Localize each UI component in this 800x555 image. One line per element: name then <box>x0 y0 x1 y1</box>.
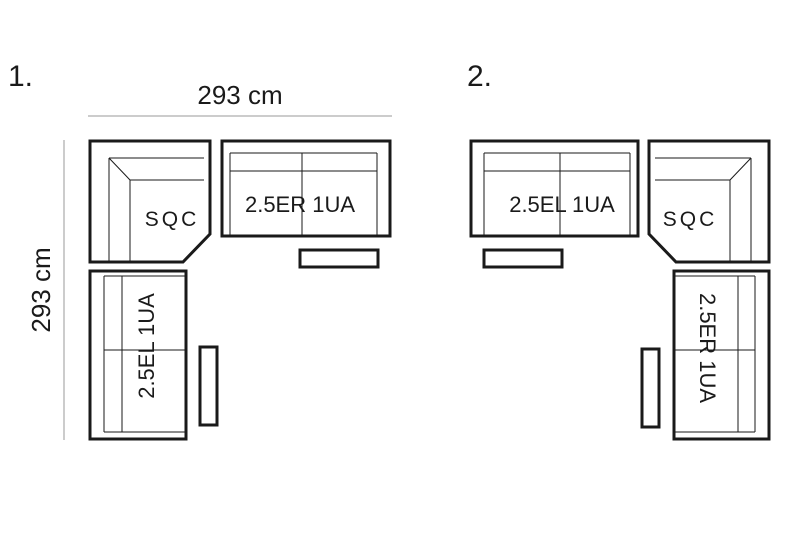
layout-1-width-label: 293 cm <box>197 80 282 110</box>
layout-1-right-side-table <box>298 248 380 269</box>
layout-1-number: 1. <box>8 60 33 93</box>
layout-2: 2. 2.5EL 1UA SQC <box>467 60 771 441</box>
layout-2-corner-module: SQC <box>647 139 771 264</box>
layout-2-corner-module-label: SQC <box>663 208 718 231</box>
layout-1-lower-module-label: 2.5EL 1UA <box>134 293 159 399</box>
layout-1-corner-module: SQC <box>88 139 212 264</box>
layout-2-left-module: 2.5EL 1UA <box>469 139 640 238</box>
layout-2-left-side-table <box>482 248 564 269</box>
layout-2-lower-module-label: 2.5ER 1UA <box>695 293 720 403</box>
layout-1-right-module-label: 2.5ER 1UA <box>245 192 355 217</box>
layout-2-lower-module: 2.5ER 1UA <box>672 269 771 441</box>
layout-2-lower-side-table <box>640 347 661 429</box>
layout-1-lower-side-table <box>198 345 219 427</box>
layout-1-corner-module-label: SQC <box>145 208 200 231</box>
layout-1-lower-module: 2.5EL 1UA <box>88 269 188 441</box>
layout-2-number: 2. <box>467 60 492 93</box>
layout-1: 1. 293 cm 293 cm SQC 2.5ER 1UA <box>8 60 392 441</box>
layout-2-left-module-label: 2.5EL 1UA <box>509 192 615 217</box>
layout-1-height-label: 293 cm <box>26 247 56 332</box>
layout-1-right-module: 2.5ER 1UA <box>220 139 392 238</box>
